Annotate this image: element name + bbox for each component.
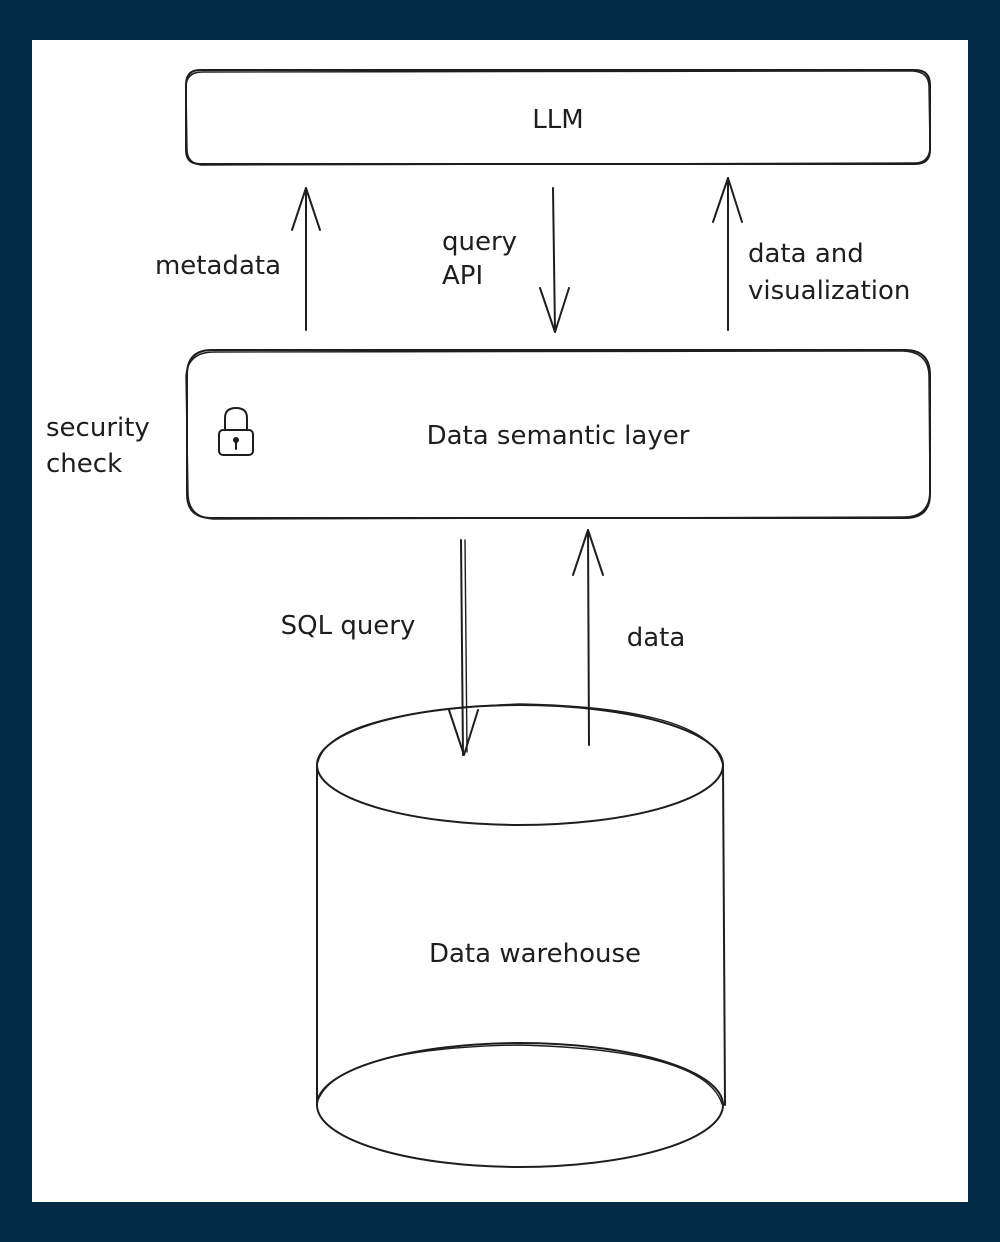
check-label: check	[46, 449, 122, 479]
data-arrow: data	[572, 529, 686, 746]
metadata-arrow: metadata	[155, 187, 321, 331]
metadata-label: metadata	[155, 251, 281, 281]
data-warehouse-node: Data warehouse	[316, 703, 726, 1168]
sql-query-arrow: SQL query	[281, 539, 479, 756]
data-label: data	[627, 623, 686, 653]
data-and-label: data and	[748, 239, 864, 269]
security-label: security	[46, 413, 150, 443]
diagram-canvas	[32, 40, 968, 1202]
llm-node: LLM	[185, 69, 931, 166]
sql-query-label: SQL query	[281, 611, 416, 641]
semantic-layer-label: Data semantic layer	[427, 421, 690, 451]
visualization-label: visualization	[748, 276, 910, 306]
query-label: query	[442, 227, 517, 257]
data-warehouse-label: Data warehouse	[429, 939, 641, 969]
lock-icon	[218, 407, 254, 456]
security-check-annotation: security check	[46, 413, 150, 479]
semantic-layer-node: Data semantic layer	[185, 349, 931, 520]
data-visualization-arrow: data and visualization	[712, 177, 910, 331]
query-api-arrow: query API	[442, 187, 570, 333]
api-label: API	[442, 261, 483, 291]
llm-label: LLM	[532, 105, 583, 135]
